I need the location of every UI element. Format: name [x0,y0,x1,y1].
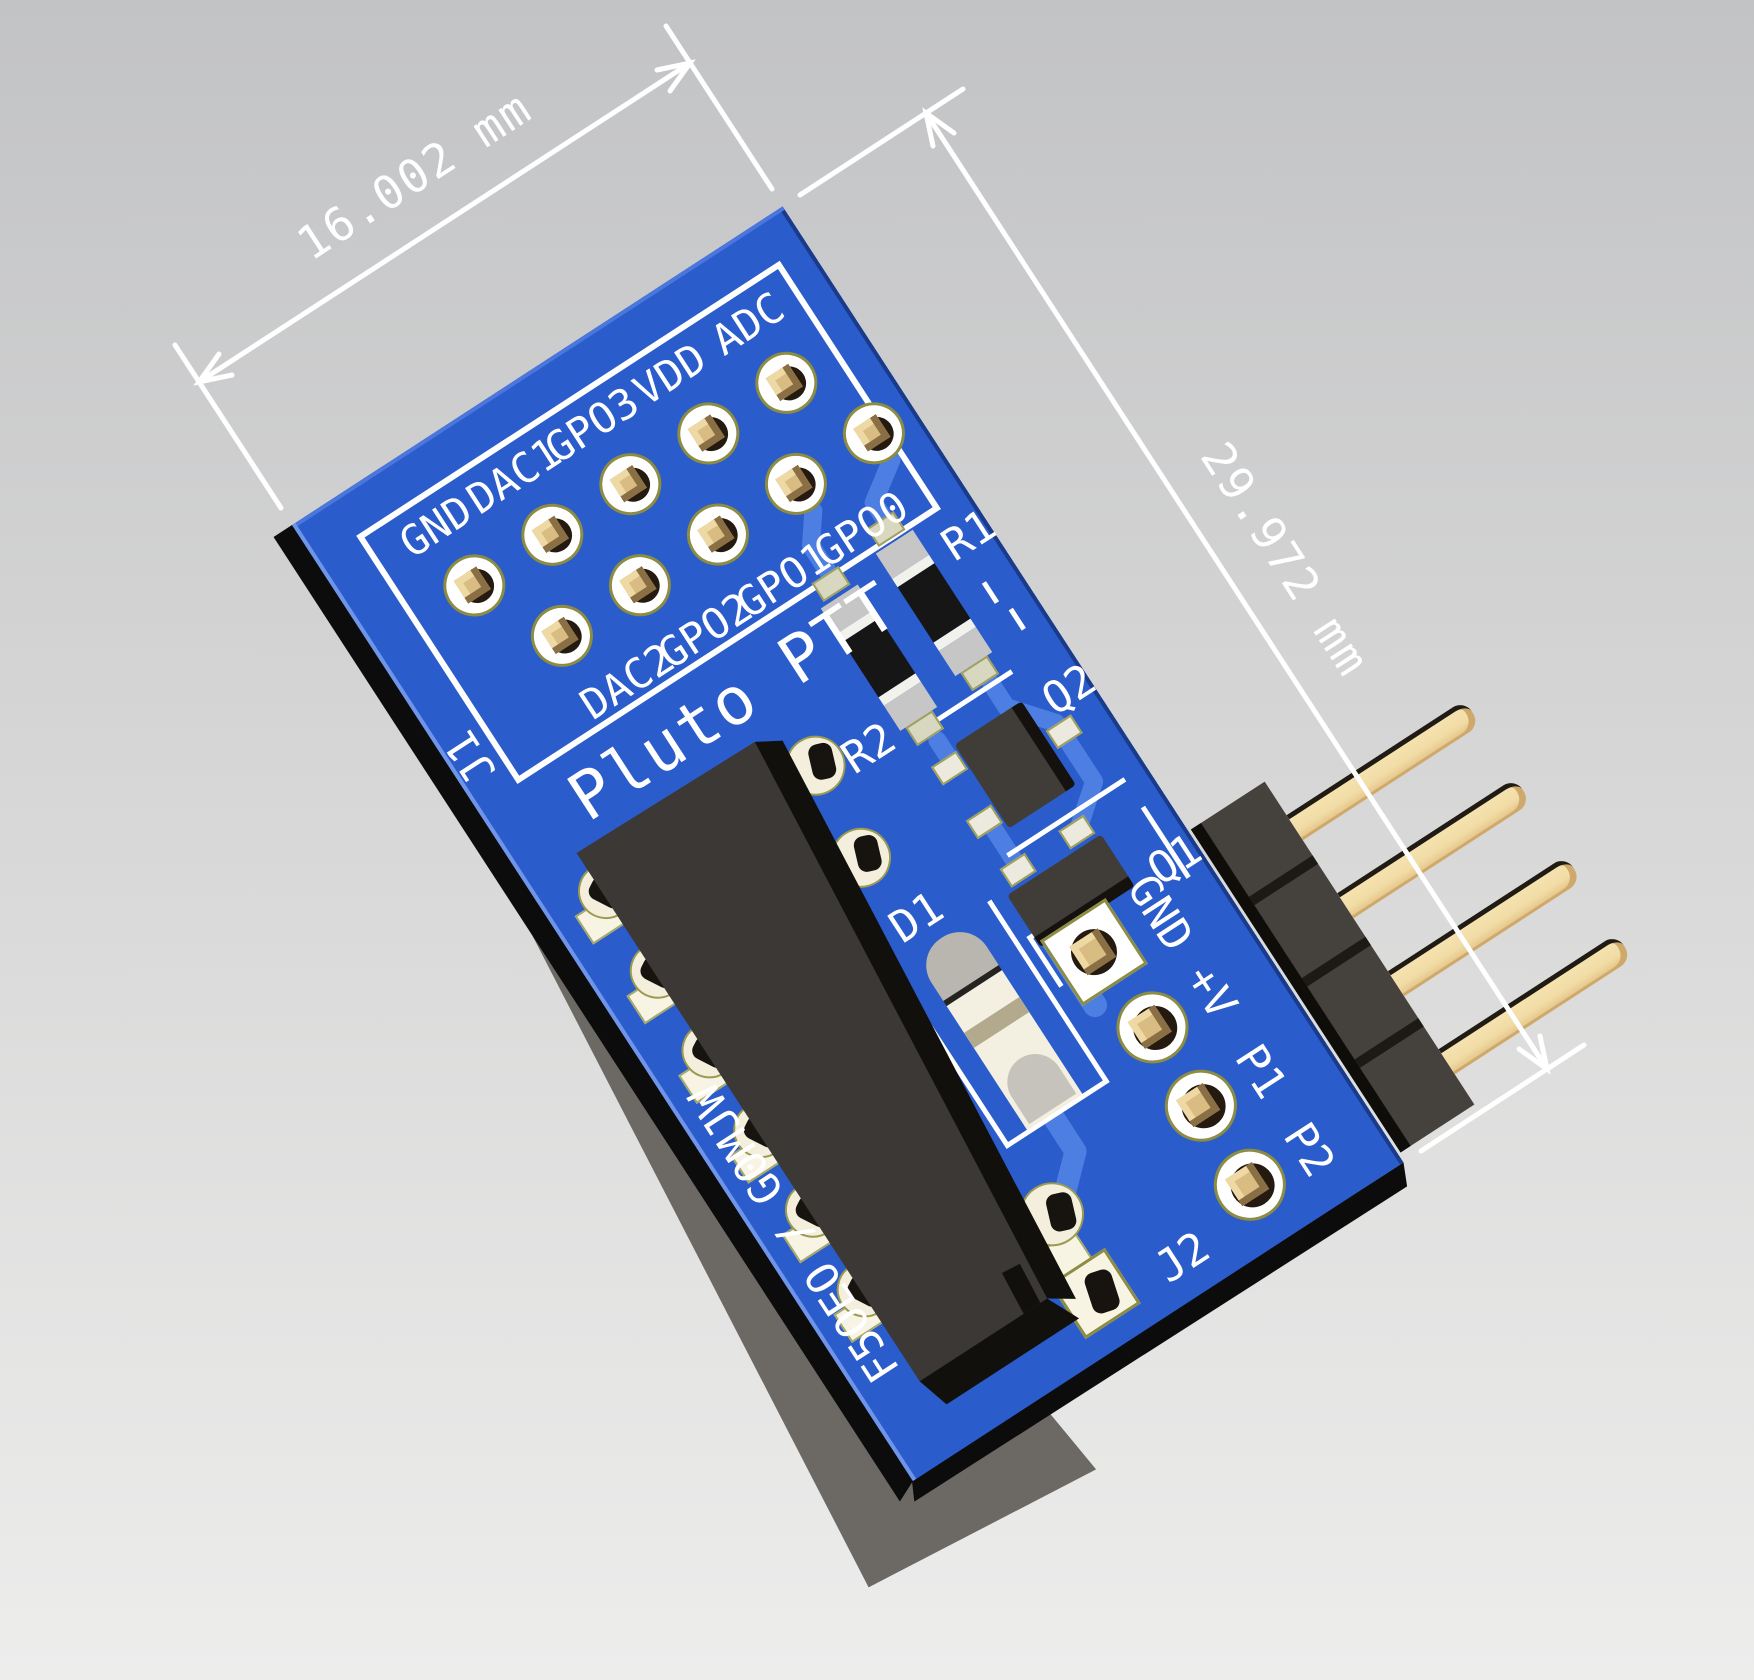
idc-connector [576,740,1080,1405]
connector-notch [1001,1263,1041,1314]
dimension-extension-line [172,342,284,511]
silkscreen-outlines [888,581,1191,1149]
pcb-top-face: J1 GND DAC1 GPO3 VDD ADC DAC2 GPO2 GPO1 … [292,206,1633,1482]
dimension-extension-line [663,23,775,192]
dimension-extension-line [1418,1042,1587,1154]
dimension-width-line [196,60,693,385]
dimension-height-line [923,110,1550,1072]
dimension-extension-line [797,86,966,198]
